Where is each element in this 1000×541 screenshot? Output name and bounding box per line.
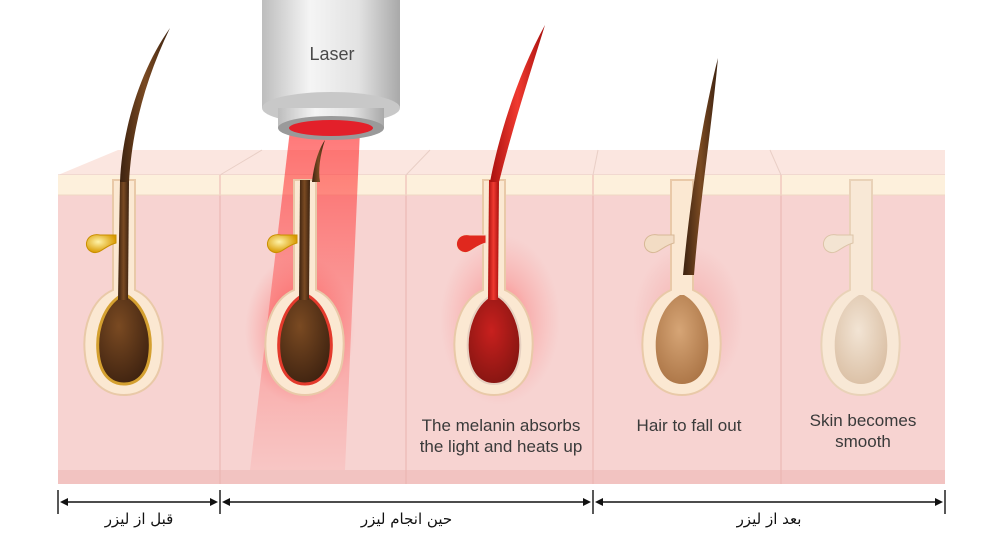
follicle-stage-3 (453, 25, 545, 397)
sebaceous-gland-3 (455, 234, 487, 254)
phase-after: بعد از لیزر (736, 510, 802, 528)
follicle-stage-5 (820, 179, 901, 397)
hair-shaft-4 (683, 58, 718, 275)
laser-device (262, 0, 400, 140)
phase-during: حین انجام لیزر (360, 510, 453, 528)
hair-shaft-2 (312, 140, 325, 182)
follicle-stage-1 (83, 28, 170, 397)
caption-stage-5: Skin becomes smooth (809, 411, 917, 451)
hair-shaft-1 (120, 28, 170, 182)
hair-shaft-3 (490, 25, 545, 182)
caption-stage-3: The melanin absorbs the light and heats … (419, 416, 583, 456)
follicle-stage-2 (264, 140, 345, 397)
laser-label: Laser (309, 44, 355, 64)
sebaceous-gland-2 (266, 234, 298, 254)
caption-stage-4: Hair to fall out (636, 416, 742, 435)
phase-before: قبل از لیزر (104, 510, 174, 528)
phase-arrows (57, 490, 946, 514)
laser-emitter (289, 120, 373, 136)
follicle-stage-4 (641, 58, 722, 397)
sebaceous-gland-1 (85, 234, 117, 254)
sebaceous-gland-5 (822, 234, 854, 254)
sebaceous-gland-4 (643, 234, 675, 254)
